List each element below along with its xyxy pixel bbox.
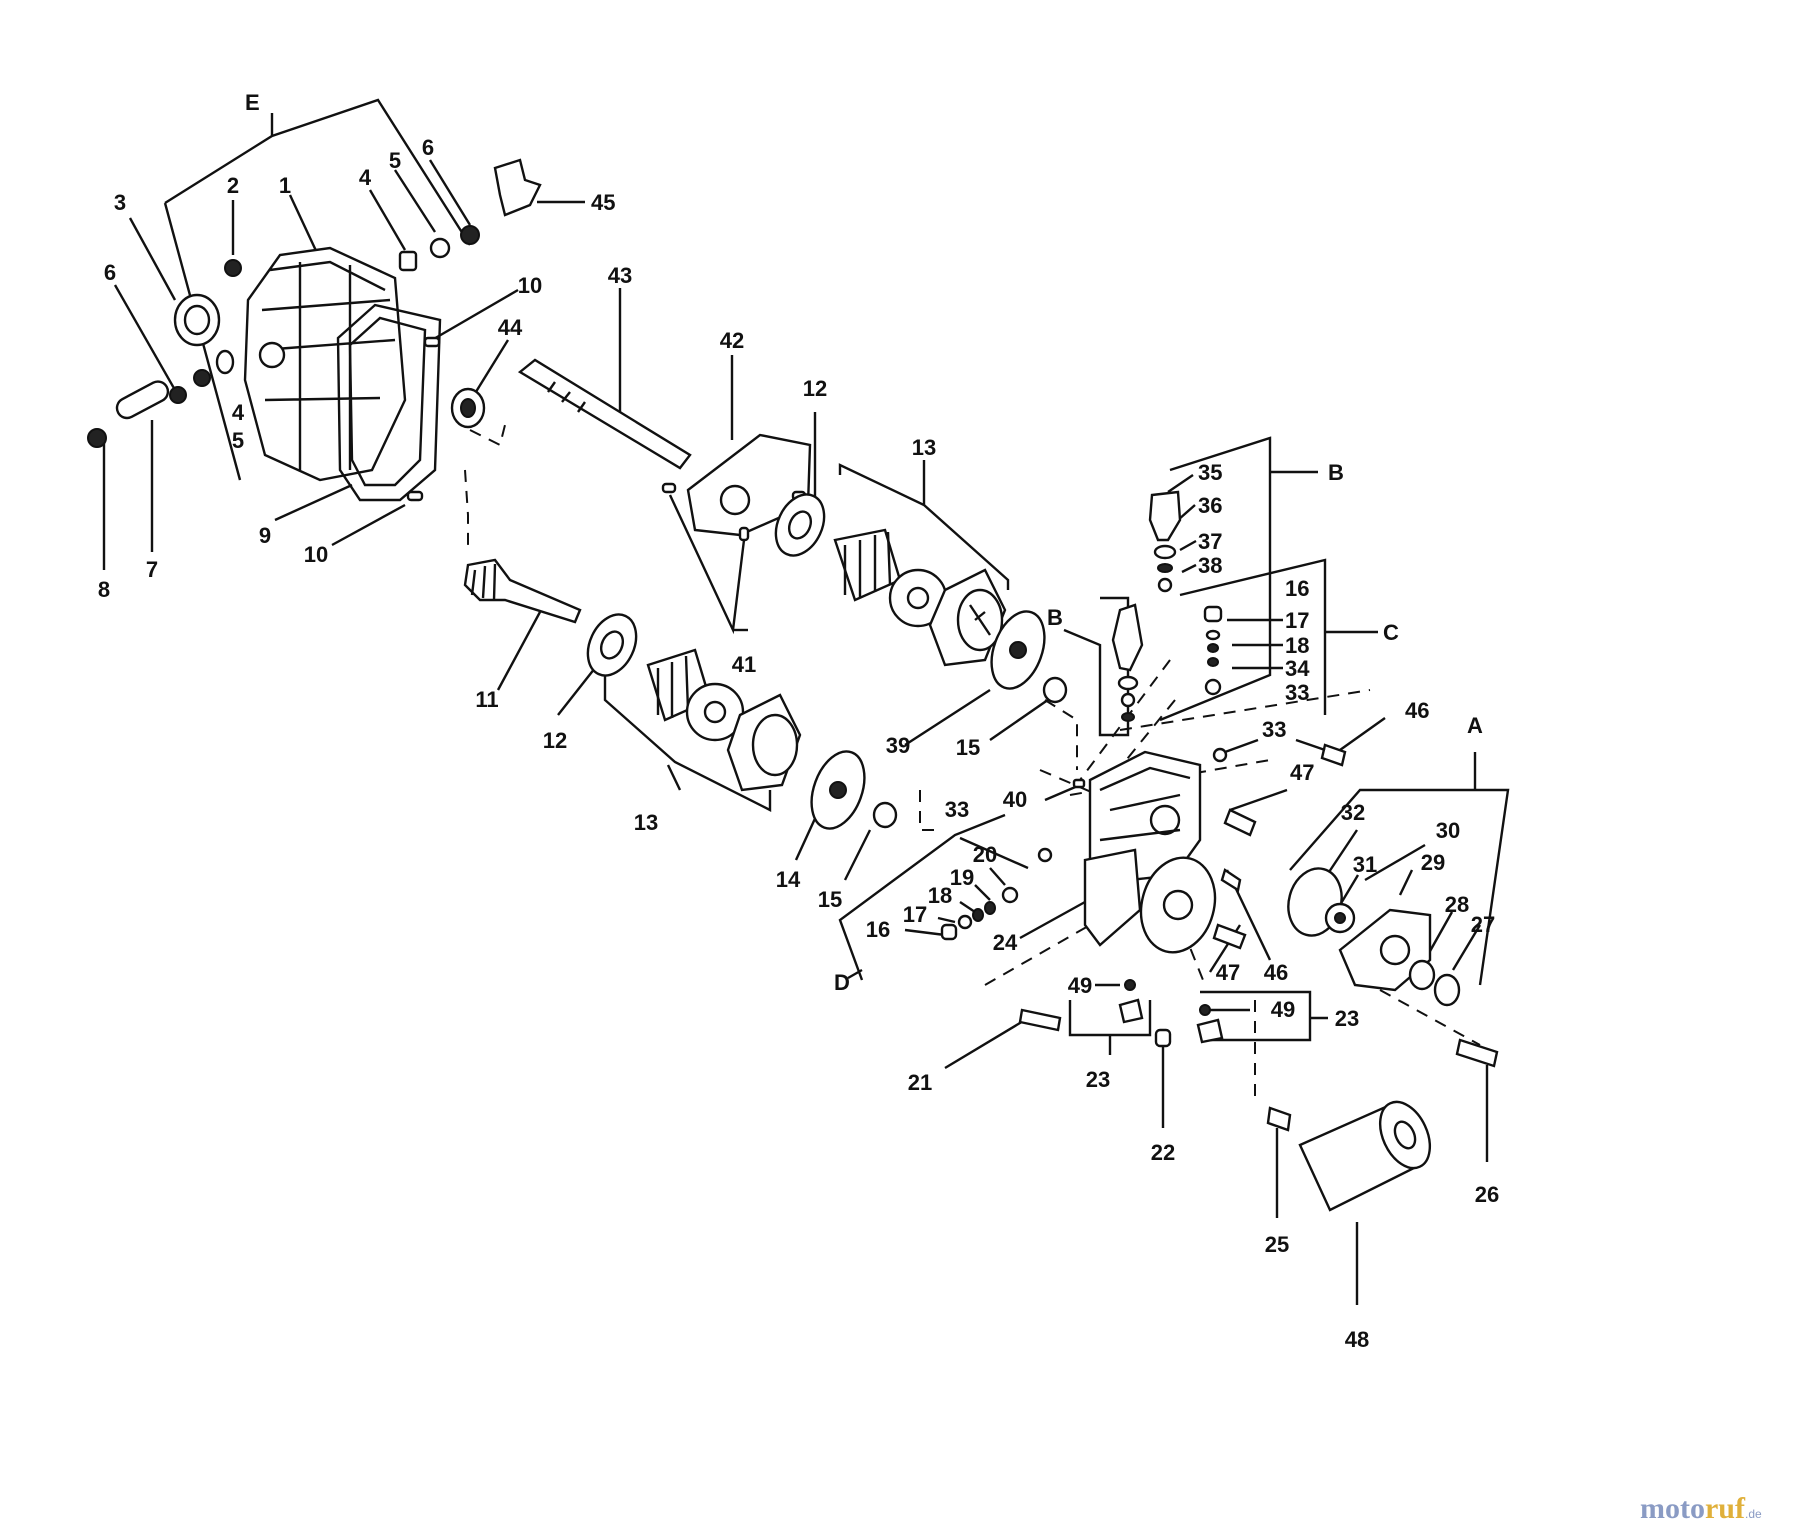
callout-5-top: 5: [389, 148, 401, 173]
callout-33-C: 33: [1285, 680, 1309, 705]
callout-13-top: 13: [912, 435, 936, 460]
callout-36: 36: [1198, 493, 1222, 518]
callout-47-top: 47: [1290, 760, 1314, 785]
callout-48: 48: [1345, 1327, 1369, 1352]
callout-20: 20: [973, 842, 997, 867]
callout-7: 7: [146, 557, 158, 582]
callout-18-C: 18: [1285, 633, 1309, 658]
callout-10-top: 10: [518, 273, 542, 298]
callout-11: 11: [475, 687, 498, 712]
callout-6-top: 6: [422, 135, 434, 160]
callout-3: 3: [114, 190, 126, 215]
callout-4-left: 4: [232, 400, 245, 425]
callout-30: 30: [1436, 818, 1460, 843]
callout-49-left: 49: [1068, 973, 1092, 998]
callout-C: C: [1383, 620, 1399, 645]
callout-34: 34: [1285, 656, 1310, 681]
callout-labels: E 3 2 1 4 5 6 45 6 4 5 8 7 10 44 43 9 10…: [98, 90, 1499, 1352]
callout-39: 39: [886, 733, 910, 758]
callout-46-bottom: 46: [1264, 960, 1288, 985]
callout-29: 29: [1421, 850, 1445, 875]
callout-31: 31: [1353, 852, 1377, 877]
callout-17-C: 17: [1285, 608, 1309, 633]
callout-46-top: 46: [1405, 698, 1429, 723]
callout-35: 35: [1198, 460, 1222, 485]
assembly-axis-lines: [464, 424, 1481, 1100]
callout-17-D: 17: [903, 902, 927, 927]
callout-9: 9: [259, 523, 271, 548]
callout-24: 24: [993, 930, 1018, 955]
callout-18-D: 18: [928, 883, 952, 908]
watermark-text-moto: moto: [1640, 1492, 1705, 1525]
callout-49-right: 49: [1271, 997, 1295, 1022]
callout-B-right: B: [1328, 460, 1344, 485]
callout-15-bottom: 15: [818, 887, 842, 912]
callout-37: 37: [1198, 529, 1222, 554]
watermark-logo: motoruf.de: [1640, 1492, 1762, 1525]
callout-1: 1: [279, 173, 291, 198]
callout-38: 38: [1198, 553, 1222, 578]
callout-16-C: 16: [1285, 576, 1309, 601]
callout-22: 22: [1151, 1140, 1175, 1165]
callout-23-right: 23: [1335, 1006, 1359, 1031]
callout-41: 41: [732, 652, 756, 677]
callout-15-top: 15: [956, 735, 980, 760]
callout-A: A: [1467, 713, 1483, 738]
watermark-text-ruf: ruf: [1705, 1492, 1746, 1525]
callout-13-bottom: 13: [634, 810, 658, 835]
callout-33-D: 33: [945, 797, 969, 822]
callout-10-bottom: 10: [304, 542, 328, 567]
callout-42: 42: [720, 328, 744, 353]
callout-45: 45: [591, 190, 615, 215]
callout-14: 14: [776, 867, 801, 892]
callout-40: 40: [1003, 787, 1027, 812]
callout-21: 21: [908, 1070, 932, 1095]
callout-47-bottom: 47: [1216, 960, 1240, 985]
callout-8: 8: [98, 577, 110, 602]
callout-44: 44: [498, 315, 523, 340]
callout-19: 19: [950, 865, 974, 890]
parts: [87, 158, 1499, 1212]
callout-32: 32: [1341, 800, 1365, 825]
leader-lines: [102, 98, 1510, 1305]
callout-6-left: 6: [104, 260, 116, 285]
callout-28: 28: [1445, 892, 1469, 917]
callout-25: 25: [1265, 1232, 1289, 1257]
svg-text:motoruf.de: motoruf.de: [1640, 1492, 1762, 1525]
callout-23-left: 23: [1086, 1067, 1110, 1092]
callout-2: 2: [227, 173, 239, 198]
callout-D: D: [834, 970, 850, 995]
watermark-suffix: .de: [1745, 1507, 1762, 1521]
callout-E: E: [245, 90, 260, 115]
callout-B-left: B: [1047, 605, 1063, 630]
callout-27: 27: [1471, 912, 1495, 937]
callout-43: 43: [608, 263, 632, 288]
callout-26: 26: [1475, 1182, 1499, 1207]
callout-12-bottom: 12: [543, 728, 567, 753]
callout-12-top: 12: [803, 376, 827, 401]
callout-16-D: 16: [866, 917, 890, 942]
callout-5-left: 5: [232, 428, 244, 453]
callout-33-mid: 33: [1262, 717, 1286, 742]
callout-4-top: 4: [359, 165, 372, 190]
